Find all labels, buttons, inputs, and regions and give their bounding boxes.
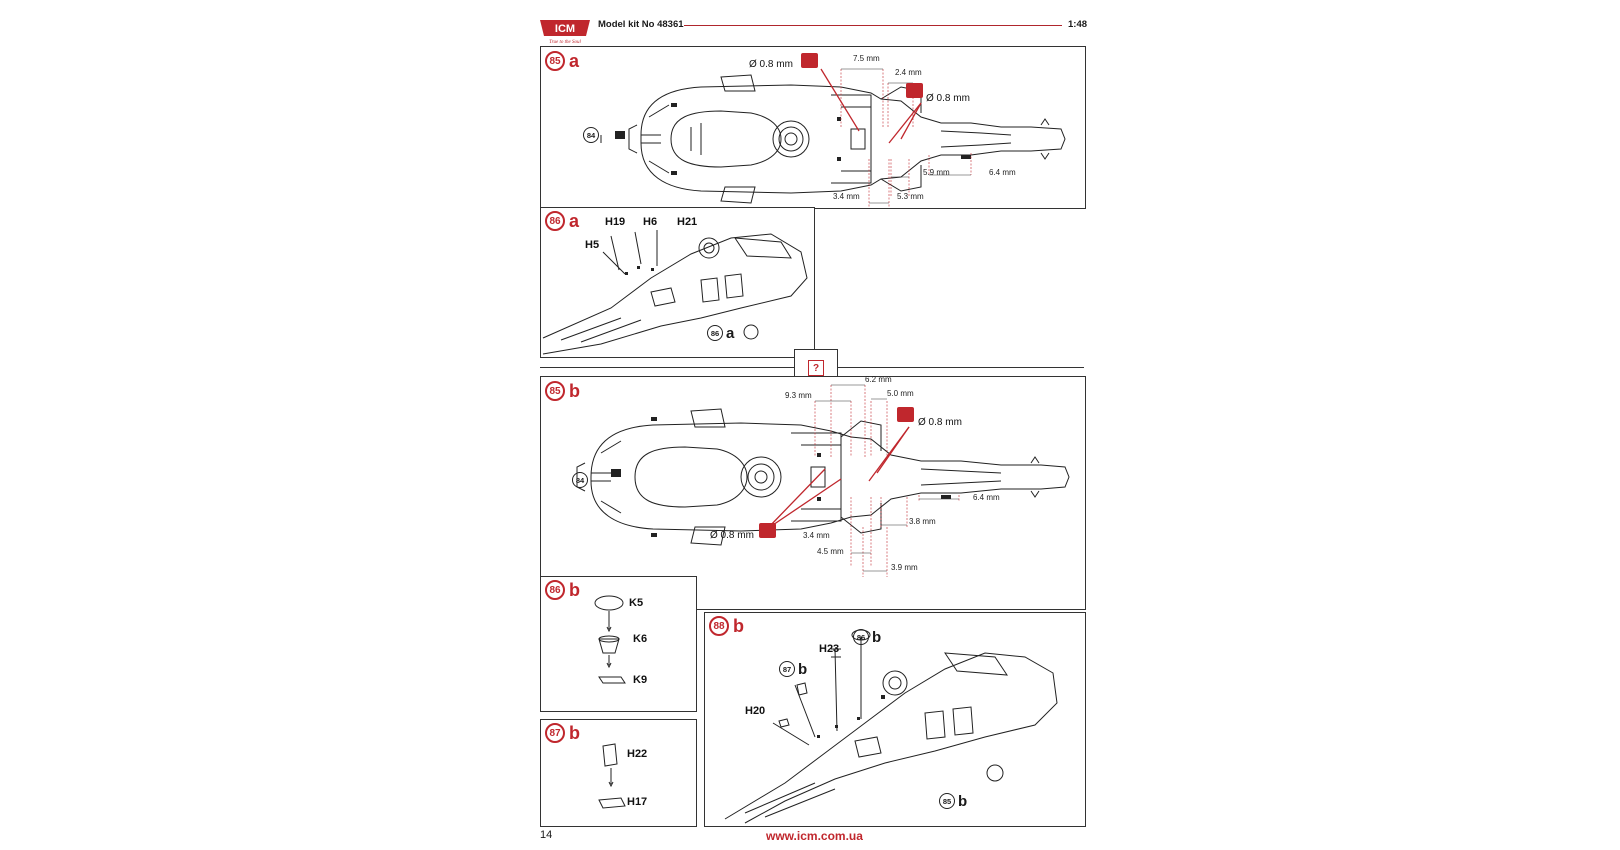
kit-scale: 1:48 <box>1068 19 1088 30</box>
logo-text: ICM <box>555 23 575 35</box>
helicopter-top-view-b <box>576 384 1070 577</box>
page-number: 14 <box>540 829 553 841</box>
notice-icon: ? <box>808 360 824 376</box>
step-letter: a <box>569 51 580 71</box>
ref-step-85b: 85 b <box>939 793 967 809</box>
step-85b-badge: 85 b <box>545 381 580 401</box>
ref-step-84: 84 <box>572 472 588 488</box>
panel-step-87b: 87 b H22 H17 <box>540 719 697 827</box>
drill-icon <box>906 83 923 98</box>
dim-label: 6.4 mm <box>989 168 1016 177</box>
dim-label: 3.4 mm <box>833 192 860 201</box>
dim-label: 9.3 mm <box>785 391 812 400</box>
panel-step-85a: 85 a 84 <box>540 46 1086 209</box>
ref-number: 86 <box>853 629 869 645</box>
ref-letter: b <box>958 792 968 810</box>
part-label-K9: K9 <box>633 674 648 686</box>
dim-label: 3.9 mm <box>891 563 918 572</box>
dim-label: 7.5 mm <box>853 54 880 63</box>
ref-letter: b <box>798 660 808 678</box>
step-87b-badge: 87 b <box>545 723 580 743</box>
dim-label: 5.3 mm <box>897 192 924 201</box>
ref-step-86a: 86 a <box>707 325 734 341</box>
step-number: 87 <box>545 723 565 743</box>
ref-letter: a <box>726 324 735 342</box>
dim-label: 3.8 mm <box>909 517 936 526</box>
step-letter: b <box>569 381 580 401</box>
drill-icon <box>801 53 818 68</box>
part-label-H17: H17 <box>627 796 648 808</box>
step-number: 86 <box>545 211 565 231</box>
step-number: 85 <box>545 51 565 71</box>
dim-label: 5.9 mm <box>923 168 950 177</box>
step-letter: b <box>733 616 744 636</box>
step-letter: a <box>569 211 580 231</box>
step-85a-badge: 85 a <box>545 51 579 71</box>
part-label-H23: H23 <box>819 643 840 655</box>
part-label-H21: H21 <box>677 216 698 228</box>
step-number: 85 <box>545 381 565 401</box>
panel-step-85b: 85 b 84 <box>540 375 1086 610</box>
drill-size-label: Ø 0.8 mm <box>710 530 754 541</box>
step-number: 86 <box>545 580 565 600</box>
ref-number: 84 <box>572 472 588 488</box>
icm-logo: ICM True to the Soul <box>540 20 590 45</box>
drill-size-label: Ø 0.8 mm <box>926 93 970 104</box>
step-88b-badge: 88 b <box>709 616 744 636</box>
step-86b-badge: 86 b <box>545 580 580 600</box>
website-link[interactable]: www.icm.com.ua <box>766 829 863 843</box>
dim-label: 5.0 mm <box>887 389 914 398</box>
drill-size-label: Ø 0.8 mm <box>749 59 793 70</box>
part-label-K6: K6 <box>633 633 648 645</box>
helicopter-perspective-view-a <box>542 230 808 355</box>
part-label-H5: H5 <box>585 239 600 251</box>
drill-icon <box>897 407 914 422</box>
part-label-H19: H19 <box>605 216 626 228</box>
parts-assembly-86b <box>594 595 626 684</box>
panel-step-88b: 88 b H23 H20 86 <box>704 612 1086 827</box>
dim-label: 6.4 mm <box>973 493 1000 502</box>
logo-tagline: True to the Soul <box>549 40 581 45</box>
drill-size-label: Ø 0.8 mm <box>918 417 962 428</box>
ref-number: 84 <box>583 127 599 143</box>
header-rule <box>684 25 1062 26</box>
ref-letter: b <box>872 628 882 646</box>
part-label-K5: K5 <box>629 597 644 609</box>
ref-step-87b: 87 b <box>779 661 807 677</box>
part-label-H20: H20 <box>745 705 766 717</box>
step-number: 88 <box>709 616 729 636</box>
parts-assembly-87b <box>598 743 626 809</box>
ref-number: 85 <box>939 793 955 809</box>
dim-label: 6.2 mm <box>865 375 892 384</box>
ref-step-84: 84 <box>583 127 599 143</box>
step-letter: b <box>569 580 580 600</box>
ref-number: 86 <box>707 325 723 341</box>
dim-label: 3.4 mm <box>803 531 830 540</box>
step-letter: b <box>569 723 580 743</box>
drill-icon <box>759 523 776 538</box>
panel-step-86a: 86 a H19 H6 H21 H5 86 a <box>540 207 815 358</box>
helicopter-top-view-a <box>600 68 1066 207</box>
dim-label: 4.5 mm <box>817 547 844 556</box>
helicopter-perspective-view-b <box>724 629 1058 824</box>
kit-title: Model kit No 48361 <box>598 19 684 30</box>
step-86a-badge: 86 a <box>545 211 579 231</box>
ref-number: 87 <box>779 661 795 677</box>
ref-step-86b: 86 b <box>853 629 881 645</box>
part-label-H22: H22 <box>627 748 648 760</box>
panel-step-86b: 86 b K5 K6 K9 <box>540 576 697 712</box>
dim-label: 2.4 mm <box>895 68 922 77</box>
part-label-H6: H6 <box>643 216 658 228</box>
